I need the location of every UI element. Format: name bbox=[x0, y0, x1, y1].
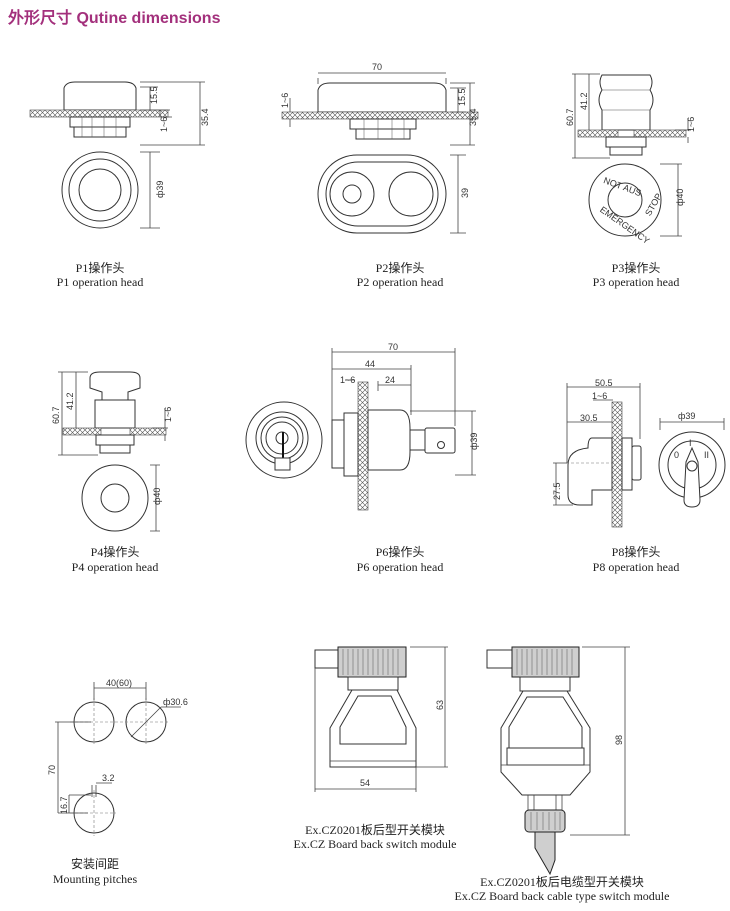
heads-p6-label_en: P6 operation head bbox=[357, 560, 444, 574]
heads-p4-label_en: P4 operation head bbox=[72, 560, 159, 574]
p2-drawing: 70 1~6 15.5 35.4 39 P2操作头 P2 operation h… bbox=[280, 62, 479, 289]
p1-dim-total: 35.4 bbox=[200, 108, 210, 126]
p1-button-cap bbox=[63, 81, 137, 111]
p1-panel bbox=[29, 109, 169, 118]
mounting-dims-pitch_v: 70 bbox=[47, 765, 57, 775]
heads-p8-dims-offset: 27.5 bbox=[552, 482, 562, 500]
p4-drawing: 60.7 41.2 1~6 ф40 P4操作头 P4 operation hea… bbox=[51, 371, 173, 574]
cable-type-module-drawing: 98 Ex.CZ0201板后电缆型开关模块 Ex.CZ Board back c… bbox=[455, 646, 670, 903]
heads-p3-dims-h_total: 60.7 bbox=[565, 108, 575, 126]
modules-board_back-label_en: Ex.CZ Board back switch module bbox=[294, 837, 457, 851]
p1-dim-dia: ф39 bbox=[155, 181, 165, 198]
heads-p6-dims-front: 24 bbox=[385, 375, 395, 385]
p8-knob-side bbox=[567, 437, 613, 506]
heads-p8-label_en: P8 operation head bbox=[593, 560, 680, 574]
heads-p6-dims-mid: 44 bbox=[365, 359, 375, 369]
heads-p4-dims-panel: 1~6 bbox=[163, 407, 173, 422]
modules-cable_type-dims-height: 98 bbox=[614, 735, 624, 745]
mounting-pitches-drawing: 40(60) ф30.6 70 3.2 16.7 安装间距 Mounting p… bbox=[47, 678, 188, 886]
heads-p3-label_en: P3 operation head bbox=[593, 275, 680, 289]
mounting-label_en: Mounting pitches bbox=[53, 872, 138, 886]
heads-p8-label_cn: P8操作头 bbox=[612, 544, 661, 559]
heads-p8-dims-front: 30.5 bbox=[580, 413, 598, 423]
p4-mushroom bbox=[89, 371, 141, 401]
p8-drawing: 50.5 1~6 30.5 27.5 ф39 0 I II P8操作头 P8 o… bbox=[552, 378, 726, 574]
heads-p8-positions-1: I bbox=[689, 438, 692, 448]
mounting-dims-pitch_h: 40(60) bbox=[106, 678, 132, 688]
heads-p3-label_cn: P3操作头 bbox=[612, 260, 661, 275]
modules-cable_type-label_cn: Ex.CZ0201板后电缆型开关模块 bbox=[480, 875, 644, 889]
p2-dim-width: 70 bbox=[372, 62, 382, 72]
heads-p6-dims-total: 70 bbox=[388, 342, 398, 352]
heads-p2-dims-panel: 1~6 bbox=[280, 93, 290, 108]
p1-label-cn: P1操作头 bbox=[76, 260, 125, 275]
p3-drawing: 60.7 41.2 1~6 NOT AUS EMERGENCY STOP ф40… bbox=[565, 73, 696, 289]
heads-p8-dims-total: 50.5 bbox=[595, 378, 613, 388]
heads-p4-dims-h_total: 60.7 bbox=[51, 406, 61, 424]
p1-dim-top: 15.5 bbox=[149, 86, 159, 104]
p1-dim-panel: 1~6 bbox=[159, 117, 169, 132]
knurled-cap bbox=[337, 646, 407, 678]
mounting-dims-notch_h: 16.7 bbox=[59, 796, 69, 814]
modules-board_back-label_cn: Ex.CZ0201板后型开关模块 bbox=[305, 823, 445, 837]
heads-p6-label_cn: P6操作头 bbox=[376, 544, 425, 559]
heads-p4-dims-dia: ф40 bbox=[152, 488, 162, 505]
heads-p3-dims-panel: 1~6 bbox=[686, 117, 696, 132]
modules-board_back-dims-width: 54 bbox=[360, 778, 370, 788]
page-title: 外形尺寸 Qutine dimensions bbox=[8, 10, 221, 27]
heads-p8-dims-dia: ф39 bbox=[678, 411, 695, 421]
modules-cable_type-label_en: Ex.CZ Board back cable type switch modul… bbox=[455, 889, 670, 903]
board-back-module-drawing: 63 54 Ex.CZ0201板后型开关模块 Ex.CZ Board back … bbox=[294, 646, 457, 851]
heads-p6-dims-dia: ф39 bbox=[469, 433, 479, 450]
mounting-dims-notch_w: 3.2 bbox=[102, 773, 115, 783]
p6-drawing: 70 44 1~6 24 ф39 P6操作头 P6 operation head bbox=[245, 342, 479, 574]
p1-drawing: 15.5 35.4 1~6 ф39 P1操作头 P1 operation hea… bbox=[29, 81, 210, 289]
p6-key bbox=[424, 427, 456, 454]
mounting-label_cn: 安装间距 bbox=[71, 856, 119, 871]
heads-p2-dims-height: 39 bbox=[460, 188, 470, 198]
heads-p2-dims-h_total: 35.4 bbox=[468, 108, 478, 126]
heads-p2-label_en: P2 operation head bbox=[357, 275, 444, 289]
heads-p3-dims-dia: ф40 bbox=[675, 189, 685, 206]
heads-p8-dims-panel: 1~6 bbox=[592, 391, 607, 401]
modules-board_back-dims-height: 63 bbox=[435, 700, 445, 710]
heads-p8-positions-0: 0 bbox=[674, 450, 679, 460]
heads-p2-label_cn: P2操作头 bbox=[376, 260, 425, 275]
heads-p6-dims-panel: 1~6 bbox=[340, 375, 355, 385]
p3-mushroom bbox=[598, 74, 654, 131]
p1-label-en: P1 operation head bbox=[57, 275, 144, 289]
mounting-dims-dia: ф30.6 bbox=[163, 697, 188, 707]
heads-p8-positions-2: II bbox=[704, 450, 709, 460]
heads-p2-dims-h_top: 15.5 bbox=[457, 88, 467, 106]
heads-p3-dims-h_top: 41.2 bbox=[579, 92, 589, 110]
heads-p4-label_cn: P4操作头 bbox=[91, 544, 140, 559]
heads-p4-dims-h_top: 41.2 bbox=[65, 392, 75, 410]
